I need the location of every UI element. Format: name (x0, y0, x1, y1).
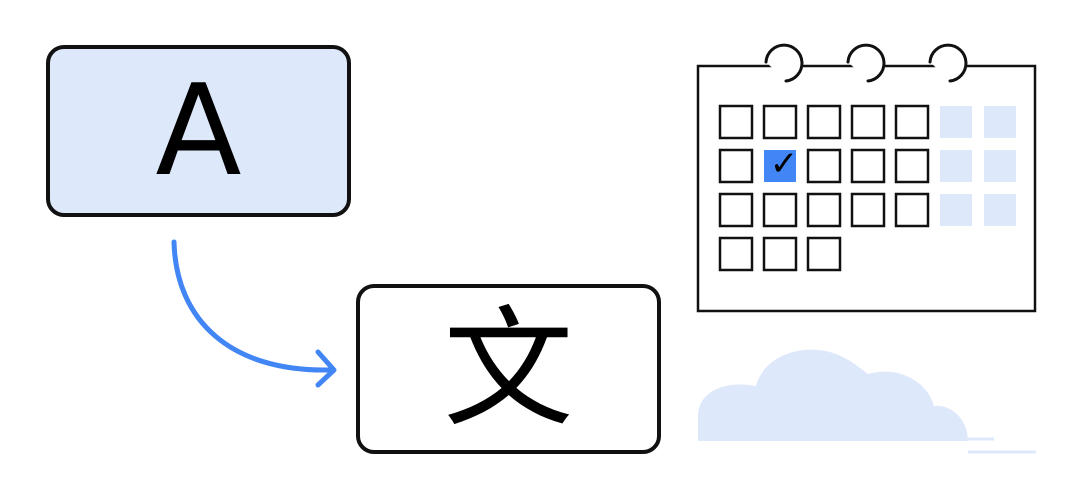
calendar-day (718, 104, 754, 140)
calendar-day (894, 192, 930, 228)
calendar-day (806, 104, 842, 140)
calendar-day (850, 104, 886, 140)
calendar-day (762, 236, 798, 272)
calendar-day-faded (940, 194, 972, 226)
calendar-day (806, 192, 842, 228)
calendar-day (894, 148, 930, 184)
calendar-day-faded (940, 150, 972, 182)
calendar-day-faded (984, 150, 1016, 182)
calendar-day (718, 148, 754, 184)
calendar-day-faded (940, 106, 972, 138)
arrow-head (315, 349, 337, 388)
calendar-day (894, 104, 930, 140)
cloud-shape (698, 349, 968, 441)
calendar-rings (764, 43, 968, 83)
calendar-day (850, 148, 886, 184)
calendar-day (762, 192, 798, 228)
calendar-day (718, 192, 754, 228)
calendar-day-faded (984, 106, 1016, 138)
calendar-day-faded (984, 194, 1016, 226)
calendar-frame (696, 64, 1037, 313)
calendar-day (718, 236, 754, 272)
calendar-check-icon: ✓ (770, 144, 799, 184)
calendar-day (762, 104, 798, 140)
calendar-day (806, 236, 842, 272)
calendar-day-selected (764, 150, 796, 182)
target-glyph: 文 (443, 293, 574, 445)
target-language-card: 文 (356, 284, 661, 454)
curved-arrow-icon (171, 239, 337, 388)
calendar-grid (718, 104, 1016, 272)
calendar-day (806, 148, 842, 184)
source-language-card: A (46, 45, 351, 217)
cloud-icon (698, 349, 1036, 454)
calendar-day (850, 192, 886, 228)
calendar-icon: ✓ (696, 43, 1037, 313)
source-glyph: A (155, 57, 242, 204)
arrow-curve (171, 239, 333, 373)
